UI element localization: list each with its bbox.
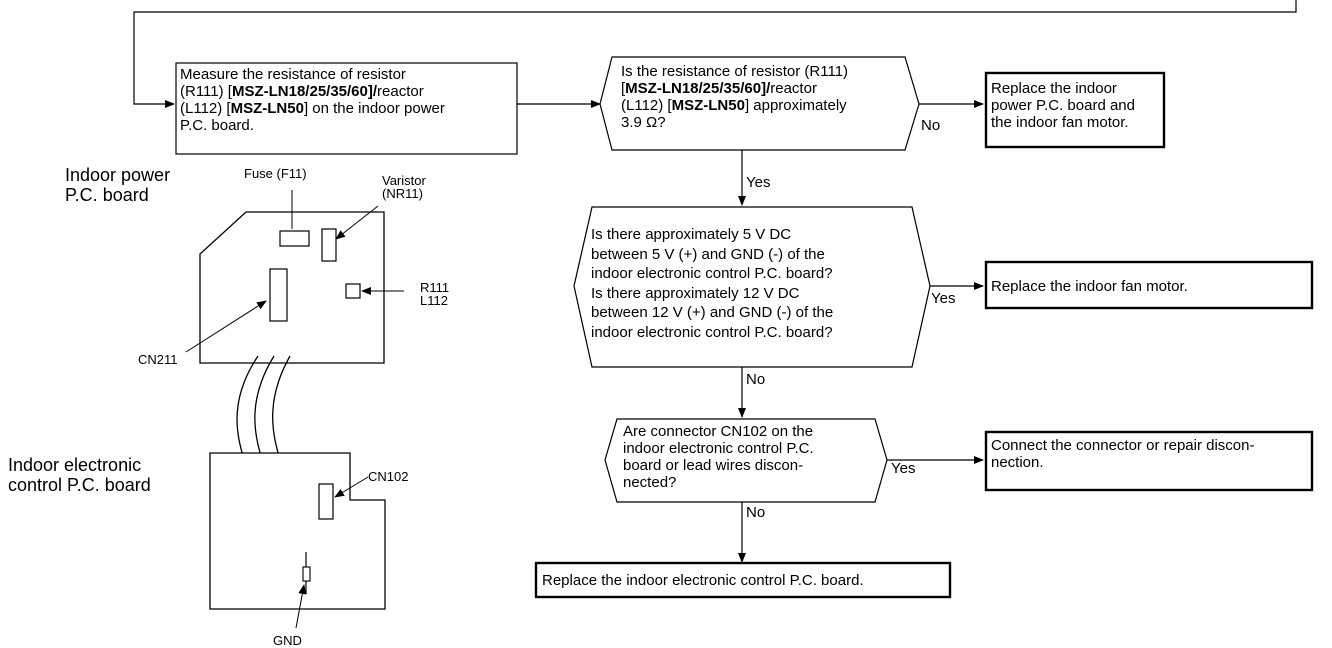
replace-fan-text: Replace the indoor fan motor.: [991, 278, 1188, 295]
q3-line-3: board or lead wires discon-: [623, 457, 804, 474]
q3-no-label: No: [746, 504, 766, 521]
q3-line-4: nected?: [623, 474, 677, 491]
q3-line-2: indoor electronic control P.C.: [623, 440, 814, 457]
voltage-question-text: Is there approximately 5 V DC between 5 …: [591, 225, 833, 342]
measure-model2-bold: MSZ-LN50: [230, 100, 304, 117]
cn102-label: CN102: [368, 469, 409, 484]
measure-bracket-bold: ]/: [367, 83, 378, 100]
cn211-component: [269, 268, 288, 322]
replace-power-line-3: the indoor fan motor.: [991, 114, 1129, 131]
l112-label: L112: [420, 293, 448, 308]
q1-line-4: 3.9 Ω?: [621, 114, 666, 131]
q1-line-2a: [: [621, 80, 626, 97]
replace-control-board-box: [534, 561, 952, 599]
q1-line-2: [MSZ-LN18/25/35/60]/reactor: [621, 80, 848, 97]
q1-line-1: Is the resistance of resistor (R111): [621, 63, 849, 80]
measure-line-2: (R111) [MSZ-LN18/25/35/60]/reactor: [180, 83, 445, 100]
q3-yes-label: Yes: [891, 460, 916, 477]
measure-line-3a: (L112) [: [180, 100, 231, 117]
r111-component: [345, 283, 361, 299]
control-board-title-2: control P.C. board: [8, 475, 151, 495]
q2-line-1: Is there approximately 5 V DC: [591, 226, 792, 243]
cn211-leader: [185, 300, 267, 353]
q2-line-6: indoor electronic control P.C. board?: [591, 323, 833, 341]
replace-control-board-text: Replace the indoor electronic control P.…: [542, 572, 864, 589]
q2-line-3: indoor electronic control P.C. board?: [591, 265, 833, 282]
connector-question-hexagon: [604, 418, 888, 503]
q1-bracket-bold: ]/: [761, 80, 771, 97]
q1-line-3a: (L112) [: [621, 97, 672, 114]
cn211-label: CN211: [138, 352, 178, 367]
r111-label: R111: [420, 280, 450, 295]
measure-line-3: (L112) [MSZ-LN50] on the indoor power: [180, 100, 445, 117]
measure-text: Measure the resistance of resistor (R111…: [180, 66, 445, 134]
gnd-leader: [295, 584, 307, 629]
connect-box: [984, 430, 1314, 492]
varistor-label: Varistor (NR11): [382, 174, 426, 200]
gnd-label: GND: [273, 633, 302, 648]
connect-line-1: Connect the connector or repair discon-: [991, 437, 1255, 454]
varistor-leader: [335, 205, 379, 240]
q1-no-label: No: [921, 117, 941, 134]
connect-text: Connect the connector or repair discon- …: [991, 437, 1254, 471]
q2-no-label: No: [746, 371, 766, 388]
q2-yes-label: Yes: [931, 290, 956, 307]
fuse-label: Fuse (F11): [244, 166, 307, 181]
measure-model-bold: MSZ-LN18/25/35/60: [231, 83, 368, 100]
control-board-title: Indoor electronic control P.C. board: [8, 455, 151, 495]
q1-model-bold: MSZ-LN18/25/35/60: [625, 80, 762, 97]
q2-line-4: Is there approximately 12 V DC: [591, 284, 800, 302]
power-board-title-1: Indoor power: [65, 165, 171, 185]
power-board-outline: [199, 211, 385, 364]
fuse-component: [279, 230, 310, 247]
measure-line-2a: (R111) [: [180, 83, 232, 100]
replace-fan-box: [984, 260, 1314, 310]
gnd-component: [302, 566, 311, 582]
resistance-question-text: Is the resistance of resistor (R111) [MS…: [621, 63, 848, 131]
control-board-title-1: Indoor electronic: [8, 455, 142, 475]
q2-line-2: between 5 V (+) and GND (-) of the: [591, 245, 825, 263]
replace-power-line-2: power P.C. board and: [991, 97, 1135, 114]
q1-model2-bold: MSZ-LN50: [671, 97, 745, 114]
q1-line-2d: reactor: [770, 80, 817, 97]
measure-line-3c: ] on the indoor power: [303, 100, 445, 117]
cn102-leader: [334, 476, 369, 498]
control-board-outline: [209, 452, 386, 610]
r111-l112-label: R111 L112: [420, 281, 449, 307]
measure-line-4: P.C. board.: [180, 117, 254, 134]
q3-line-1: Are connector CN102 on the: [623, 423, 814, 440]
varistor-label-1: Varistor: [382, 173, 426, 188]
replace-power-board-text: Replace the indoor power P.C. board and …: [991, 80, 1135, 131]
replace-power-line-1: Replace the indoor: [991, 80, 1117, 97]
connector-question-text: Are connector CN102 on the indoor electr…: [623, 423, 814, 491]
power-board-title: Indoor power P.C. board: [65, 165, 170, 205]
q1-yes-label: Yes: [746, 174, 771, 191]
connect-line-2: nection.: [991, 454, 1044, 471]
measure-box: [175, 62, 518, 155]
varistor-component: [321, 228, 337, 262]
q2-line-5: between 12 V (+) and GND (-) of the: [591, 304, 834, 321]
varistor-label-2: (NR11): [382, 186, 423, 201]
measure-line-2d: reactor: [377, 83, 424, 100]
q1-line-3: (L112) [MSZ-LN50] approximately: [621, 97, 848, 114]
q1-line-3c: ] approximately: [744, 97, 847, 114]
power-board-title-2: P.C. board: [65, 185, 149, 205]
top-connector-line: [133, 0, 1297, 108]
cn102-component: [318, 483, 334, 520]
resistance-question-hexagon: [599, 56, 920, 151]
measure-line-1: Measure the resistance of resistor: [180, 66, 406, 83]
replace-power-board-box: [984, 71, 1166, 149]
voltage-question-hexagon: [573, 206, 931, 368]
